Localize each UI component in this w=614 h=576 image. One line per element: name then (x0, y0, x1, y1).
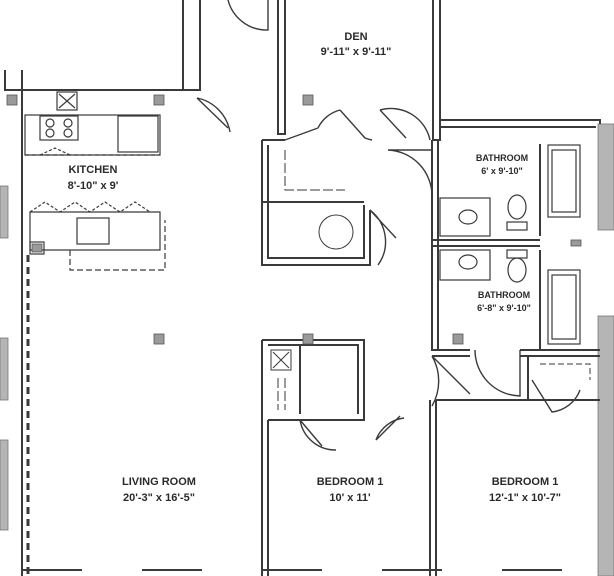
door-kitchen-closet (196, 97, 231, 133)
door-hall-left (431, 355, 471, 407)
room-dims-kitchen: 8'-10" x 9' (68, 180, 119, 192)
linen-box (270, 349, 292, 371)
wall-bedroom-a-left (261, 340, 269, 576)
burner-1 (45, 118, 55, 128)
wall-kitchen-left (4, 70, 22, 91)
room-name-living-room: LIVING ROOM (122, 476, 196, 488)
burner-4 (63, 128, 73, 138)
wall-den-right (432, 0, 441, 141)
bathtub-1-inner (551, 149, 577, 213)
burner-2 (63, 118, 73, 128)
window-right-upper (597, 123, 614, 231)
kitchen-counter-zig (39, 147, 71, 156)
refrigerator-x (58, 93, 76, 109)
kitchen-sink (76, 217, 110, 245)
kitchen-island-overhang (69, 220, 166, 271)
door-closet-right (531, 379, 581, 413)
room-name-kitchen: KITCHEN (69, 164, 118, 176)
walls (4, 0, 601, 576)
toilet-2 (507, 257, 527, 283)
room-dims-bedroom-1a: 10' x 11' (329, 492, 371, 504)
dishwasher (29, 241, 45, 255)
bath-fixtures (439, 144, 581, 345)
door-bedroom-a-1 (299, 419, 337, 451)
toilet-2-tank (506, 249, 528, 259)
column (302, 94, 314, 106)
wall-right-top (440, 119, 601, 124)
room-name-bedroom-1a: BEDROOM 1 (317, 476, 384, 488)
bathtub-1 (547, 144, 581, 218)
door-closet-lower (369, 209, 397, 266)
vanity-2 (439, 249, 491, 281)
vanity-1 (439, 197, 491, 237)
room-dims-bathroom-1: 6' x 9'-10" (481, 166, 523, 176)
bathtub-2-inner (551, 274, 577, 340)
column (570, 239, 582, 247)
door-den-top-left (227, 0, 269, 31)
door-closet-upper-1 (284, 109, 341, 141)
outlet (31, 243, 43, 253)
room-dims-bedroom-1b: 12'-1" x 10'-7" (489, 492, 561, 504)
door-bedroom-a-2 (375, 415, 405, 441)
column (452, 333, 464, 345)
door-closet-upper-2 (339, 109, 373, 141)
window-kitchen-left (0, 185, 9, 239)
closet-shelf-right (540, 363, 591, 380)
window-living-left-2 (0, 439, 9, 531)
sink-2 (458, 254, 478, 270)
room-dims-den: 9'-11" x 9'-11" (321, 46, 392, 58)
wall-bedroom-divider (429, 400, 437, 576)
door-bath-1 (387, 149, 433, 197)
toilet-1 (507, 194, 527, 220)
column (153, 333, 165, 345)
room-name-bedroom-1b: BEDROOM 1 (492, 476, 559, 488)
closet-shelf-bedroom (277, 378, 286, 410)
linen-box-x (272, 351, 290, 369)
window-living-left-1 (0, 337, 9, 401)
wall-top-left (21, 0, 201, 91)
kitchen-island (29, 211, 161, 251)
room-dims-living-room: 20'-3" x 16'-5" (123, 492, 195, 504)
column (6, 94, 18, 106)
window-right-lower (597, 315, 614, 576)
room-name-bathroom-1: BATHROOM (476, 153, 528, 163)
closet-details (270, 150, 591, 410)
columns (6, 94, 582, 345)
wall-den-left (277, 0, 286, 135)
doors (196, 0, 581, 451)
kitchen-counter-top (24, 114, 161, 156)
wall-closet-right (527, 356, 600, 401)
room-name-den: DEN (344, 31, 367, 43)
stove (39, 115, 79, 141)
room-name-bathroom-2: BATHROOM (478, 290, 530, 300)
kitchen-cabinet (117, 115, 159, 153)
washer-dryer (318, 214, 354, 250)
room-labels: DEN 9'-11" x 9'-11" KITCHEN 8'-10" x 9' … (68, 31, 561, 504)
column (302, 333, 314, 345)
wall-bedroom-a-top-2 (268, 344, 359, 414)
sink-1 (458, 209, 478, 225)
burner-3 (45, 128, 55, 138)
refrigerator (56, 91, 78, 111)
door-den-right (379, 107, 431, 141)
wall-bedroom-a-top (262, 339, 365, 421)
kitchen-island-zig (29, 201, 151, 213)
windows (0, 123, 614, 576)
toilet-1-tank (506, 221, 528, 231)
kitchen-fixtures (24, 91, 166, 271)
door-bath-2 (474, 349, 521, 397)
column (153, 94, 165, 106)
bathtub-2 (547, 269, 581, 345)
room-dims-bathroom-2: 6'-8" x 9'-10" (477, 303, 531, 313)
closet-shelf-upper (284, 150, 345, 191)
